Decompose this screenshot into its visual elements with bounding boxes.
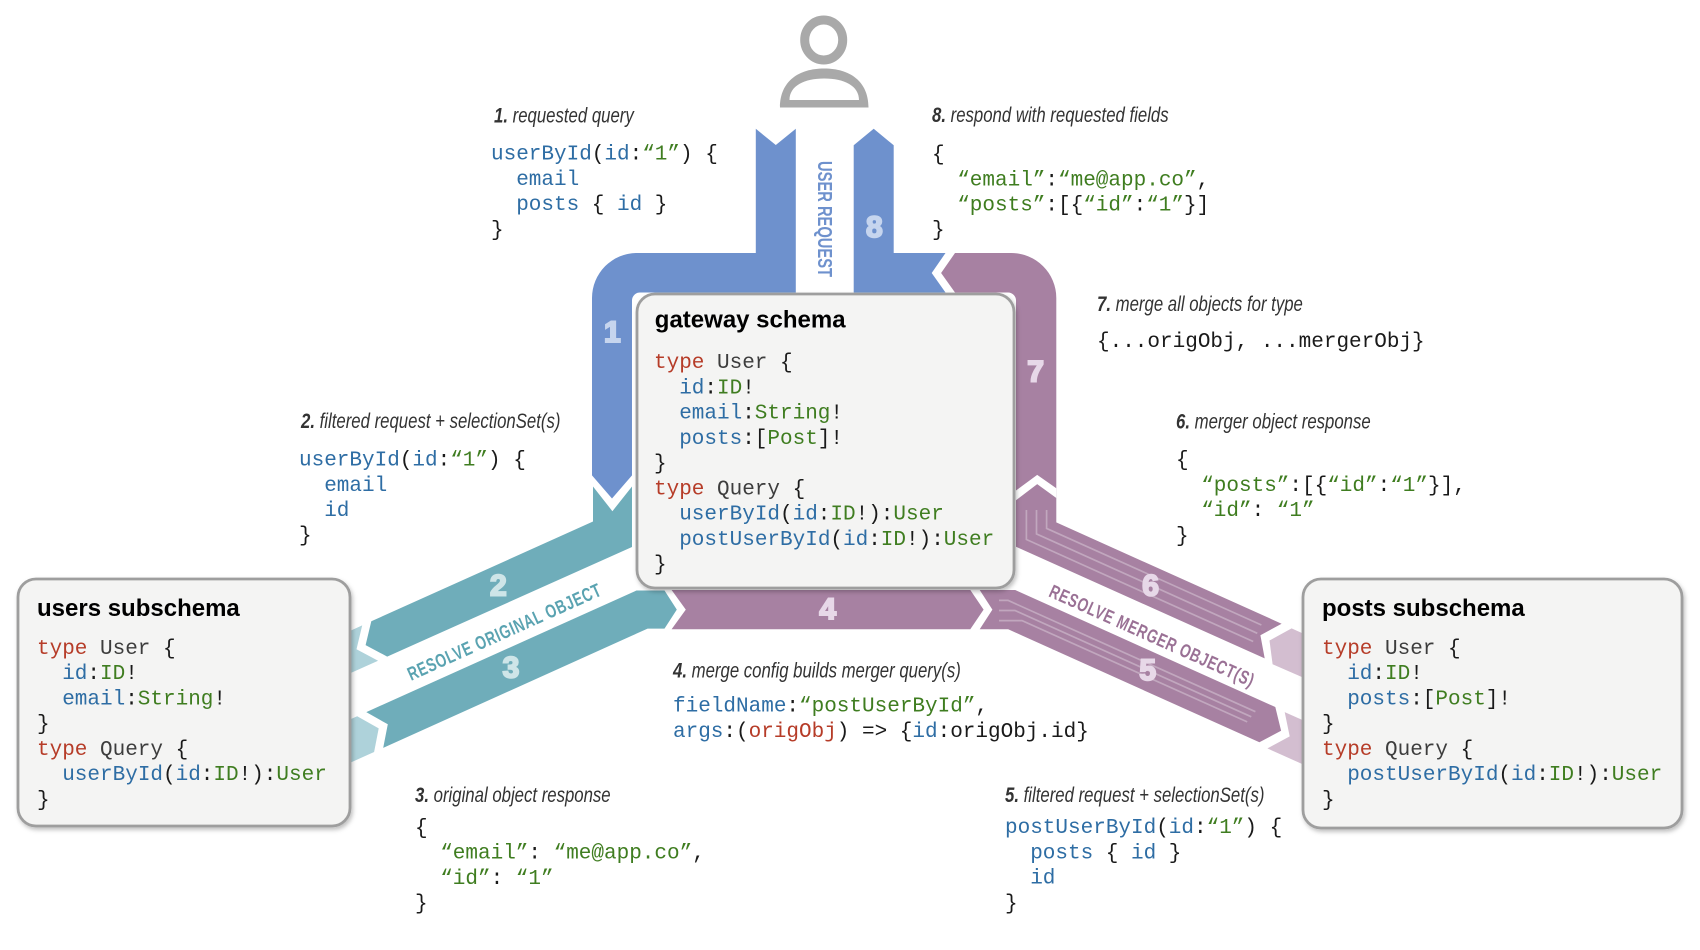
svg-text:email: email [491, 169, 579, 192]
svg-text:postUserById(id:ID!):User: postUserById(id:ID!):User [1322, 764, 1662, 787]
svg-text:{...origObj, ...mergerObj}: {...origObj, ...mergerObj} [1097, 331, 1425, 354]
svg-text:1: 1 [604, 316, 621, 349]
svg-text:}: } [1322, 714, 1335, 737]
svg-text:id:ID!: id:ID! [1322, 663, 1423, 686]
svg-text:userById(id:ID!):User: userById(id:ID!):User [37, 764, 327, 787]
svg-text:id:ID!: id:ID! [37, 663, 138, 686]
svg-text:3. original object response: 3. original object response [415, 784, 611, 807]
svg-text:}: } [491, 219, 504, 242]
svg-text:}: } [654, 453, 667, 476]
svg-text:3: 3 [503, 651, 520, 684]
svg-text:{: { [932, 144, 945, 167]
svg-text:email:String!: email:String! [37, 688, 226, 711]
svg-text:type Query {: type Query { [654, 478, 805, 501]
svg-text:posts { id }: posts { id } [491, 194, 667, 217]
svg-text:type User {: type User { [37, 638, 176, 661]
svg-text:“email”:“me@app.co”,: “email”:“me@app.co”, [932, 169, 1209, 192]
svg-text:6: 6 [1142, 569, 1159, 602]
svg-text:}: } [37, 714, 50, 737]
svg-text:id: id [1005, 868, 1055, 891]
svg-text:8. respond with requested fiel: 8. respond with requested fields [932, 104, 1169, 127]
svg-text:7: 7 [1027, 355, 1044, 388]
svg-text:email: email [299, 475, 387, 498]
svg-text:2. filtered request + selectio: 2. filtered request + selectionSet(s) [300, 410, 560, 433]
svg-text:5. filtered request + selectio: 5. filtered request + selectionSet(s) [1005, 784, 1264, 807]
svg-text:}: } [299, 525, 312, 548]
svg-text:type Query {: type Query { [1322, 739, 1473, 762]
svg-text:postUserById(id:“1”) {: postUserById(id:“1”) { [1005, 817, 1282, 840]
svg-text:“id”: “1”: “id”: “1” [1176, 500, 1315, 523]
svg-text:posts subschema: posts subschema [1322, 595, 1525, 622]
svg-text:userById(id:“1”) {: userById(id:“1”) { [491, 144, 718, 167]
svg-text:postUserById(id:ID!):User: postUserById(id:ID!):User [654, 529, 994, 552]
svg-text:4: 4 [819, 593, 836, 626]
svg-text:posts:[Post]!: posts:[Post]! [1322, 688, 1511, 711]
svg-text:8: 8 [866, 211, 883, 244]
svg-text:}: } [932, 220, 945, 243]
svg-text:id: id [299, 500, 349, 523]
svg-text:}: } [1176, 525, 1189, 548]
svg-text:type User {: type User { [654, 352, 793, 375]
svg-text:posts:[Post]!: posts:[Post]! [654, 428, 843, 451]
svg-text:id:ID!: id:ID! [654, 377, 755, 400]
svg-text:“id”: “1”: “id”: “1” [415, 868, 554, 891]
svg-text:{: { [415, 817, 428, 840]
svg-text:USER REQUEST: USER REQUEST [813, 161, 836, 277]
svg-text:{: { [1176, 450, 1189, 473]
svg-text:7. merge all objects for type: 7. merge all objects for type [1097, 293, 1303, 316]
svg-text:}: } [1005, 893, 1018, 916]
svg-text:args:(origObj) => {id:origObj.: args:(origObj) => {id:origObj.id} [673, 721, 1089, 744]
svg-text:email:String!: email:String! [654, 403, 843, 426]
svg-text:userById(id:“1”) {: userById(id:“1”) { [299, 450, 526, 473]
svg-text:fieldName:“postUserById”,: fieldName:“postUserById”, [673, 696, 988, 719]
svg-text:userById(id:ID!):User: userById(id:ID!):User [654, 504, 944, 527]
svg-text:2: 2 [490, 570, 507, 603]
svg-text:}: } [654, 554, 667, 577]
svg-text:gateway schema: gateway schema [655, 307, 846, 334]
svg-text:5: 5 [1139, 654, 1156, 687]
svg-text:}: } [1322, 789, 1335, 812]
svg-text:“email”: “me@app.co”,: “email”: “me@app.co”, [415, 843, 705, 866]
svg-text:users subschema: users subschema [37, 595, 240, 622]
svg-text:“posts”:[{“id”:“1”}],: “posts”:[{“id”:“1”}], [1176, 475, 1466, 498]
svg-text:type User {: type User { [1322, 638, 1461, 661]
svg-text:6. merger object response: 6. merger object response [1176, 411, 1371, 434]
svg-text:}: } [415, 893, 428, 916]
svg-text:4. merge config builds merger: 4. merge config builds merger query(s) [672, 660, 961, 683]
svg-text:1. requested query: 1. requested query [494, 105, 635, 128]
svg-text:}: } [37, 789, 50, 812]
svg-text:“posts”:[{“id”:“1”}]: “posts”:[{“id”:“1”}] [932, 195, 1209, 218]
svg-text:posts { id }: posts { id } [1005, 842, 1181, 865]
svg-text:type Query {: type Query { [37, 739, 188, 762]
